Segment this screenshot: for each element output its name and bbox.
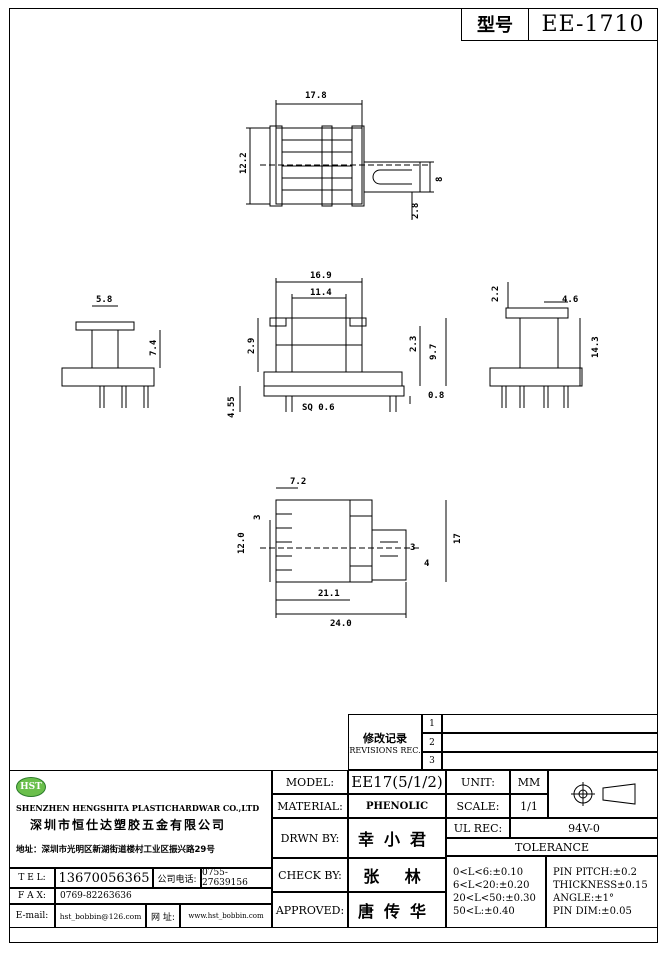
- dim-top-width: 17.8: [305, 91, 327, 101]
- model-label: MODEL:: [272, 770, 348, 794]
- tel-label: T E L:: [9, 868, 55, 888]
- email-value: hst_bobbin@126.com: [55, 904, 146, 928]
- company-block: HST SHENZHEN HENGSHITA PLASTICHARDWAR CO…: [9, 770, 272, 868]
- drawing-frame: [9, 8, 658, 943]
- ul-value: 94V-0: [510, 818, 658, 838]
- dim-bottom-h1: 3: [253, 515, 263, 520]
- tolerance-length: 0<L<6:±0.10 6<L<20:±0.20 20<L<50:±0.30 5…: [446, 856, 546, 928]
- dim-front-left: 2.9: [247, 338, 257, 354]
- dim-front-pin-off: 0.8: [428, 391, 444, 401]
- tolerance-pin-pitch: PIN PITCH:±0.2: [553, 867, 637, 878]
- revision-row-2: [442, 733, 658, 752]
- dim-top-slot: 2.8: [411, 203, 421, 219]
- drawn-label: DRWN BY:: [272, 818, 348, 858]
- dim-top-height: 12.2: [239, 152, 249, 174]
- fax-value: 0769-82263636: [55, 888, 272, 904]
- right-side-view: [489, 282, 583, 408]
- email-label: E-mail:: [9, 904, 55, 928]
- material-value: PHENOLIC: [348, 794, 446, 818]
- revision-mark-1: 1: [422, 714, 442, 733]
- model-type-label: 型号: [462, 8, 529, 40]
- dim-left-width: 5.8: [96, 295, 112, 305]
- approved-value: 唐传华: [348, 892, 446, 928]
- company-name-en: SHENZHEN HENGSHITA PLASTICHARDWAR CO.,LT…: [16, 803, 260, 813]
- top-view: [246, 100, 434, 220]
- dim-bottom-small-2: 4: [424, 559, 430, 569]
- approved-label: APPROVED:: [272, 892, 348, 928]
- revision-mark-3: 3: [422, 752, 442, 770]
- dim-front-inner: 11.4: [310, 288, 332, 298]
- dim-top-pin-gap: 8: [435, 177, 445, 182]
- tolerance-thickness: THICKNESS±0.15: [553, 880, 648, 891]
- projection-symbol: [548, 770, 658, 818]
- web-label: 网 址:: [146, 904, 180, 928]
- dim-front-pin-dia: 4.55: [227, 396, 237, 418]
- dim-front-right-1: 2.3: [409, 336, 419, 352]
- bottom-view: [260, 487, 447, 618]
- hst-logo: HST: [16, 777, 46, 797]
- tolerance-length-1: 0<L<6:±0.10: [453, 867, 524, 878]
- dim-bottom-top: 7.2: [290, 477, 306, 487]
- dim-bottom-inner-w: 21.1: [318, 589, 340, 599]
- dim-bottom-small-1: 3: [410, 543, 415, 553]
- tolerance-pin-dim: PIN DIM:±0.05: [553, 906, 632, 917]
- dim-front-pin-sq: SQ 0.6: [302, 403, 335, 413]
- company-tel-value: 0755-27639156: [201, 868, 272, 888]
- scale-value: 1/1: [510, 794, 548, 818]
- company-address: 地址：深圳市光明区新湖街道楼村工业区振兴路29号: [16, 845, 215, 855]
- dim-left-height: 7.4: [149, 339, 159, 356]
- web-value: www.hst_bobbin.com: [180, 904, 272, 928]
- tolerance-other: PIN PITCH:±0.2 THICKNESS±0.15 ANGLE:±1° …: [546, 856, 658, 928]
- material-label: MATERIAL:: [272, 794, 348, 818]
- dim-front-right-2: 9.7: [429, 344, 439, 360]
- unit-value: MM: [510, 770, 548, 794]
- model-number: EE-1710: [541, 11, 645, 37]
- dim-front-outer: 16.9: [310, 271, 332, 281]
- dim-bottom-total-w: 24.0: [330, 619, 352, 629]
- front-view: [239, 278, 447, 412]
- dim-right-top: 2.2: [491, 286, 501, 302]
- ul-label: UL REC:: [446, 818, 510, 838]
- title-block: 型号 EE-1710: [461, 8, 658, 41]
- revisions-cn: 修改记录: [363, 731, 407, 745]
- revisions-en: REVISIONS REC.: [349, 745, 421, 755]
- first-angle-projection-icon: [571, 782, 636, 806]
- dim-right-height: 14.3: [591, 336, 601, 358]
- scale-label: SCALE:: [446, 794, 510, 818]
- dim-bottom-right-h: 17: [453, 533, 463, 544]
- tolerance-length-4: 50<L:±0.40: [453, 906, 515, 917]
- tolerance-label: TOLERANCE: [446, 838, 658, 856]
- fax-label: F A X:: [9, 888, 55, 904]
- unit-label: UNIT:: [446, 770, 510, 794]
- tolerance-angle: ANGLE:±1°: [553, 893, 615, 904]
- tolerance-length-3: 20<L<50:±0.30: [453, 893, 536, 904]
- dim-right-width: 4.6: [562, 295, 578, 305]
- dim-bottom-h2: 12.0: [237, 532, 247, 554]
- left-side-view: [61, 305, 161, 408]
- revision-row-3: [442, 752, 658, 770]
- revision-row-1: [442, 714, 658, 733]
- drawn-value: 幸小君: [348, 818, 446, 858]
- company-tel-label: 公司电话:: [153, 868, 201, 888]
- model-value: EE17(5/1/2): [348, 770, 446, 794]
- revision-mark-2: 2: [422, 733, 442, 752]
- check-label: CHECK BY:: [272, 858, 348, 892]
- check-value: 张 林: [348, 858, 446, 892]
- tolerance-length-2: 6<L<20:±0.20: [453, 880, 530, 891]
- company-name-cn: 深圳市恒仕达塑胶五金有限公司: [30, 818, 227, 832]
- tel-value: 13670056365: [55, 868, 153, 888]
- revisions-label: 修改记录 REVISIONS REC.: [348, 714, 422, 770]
